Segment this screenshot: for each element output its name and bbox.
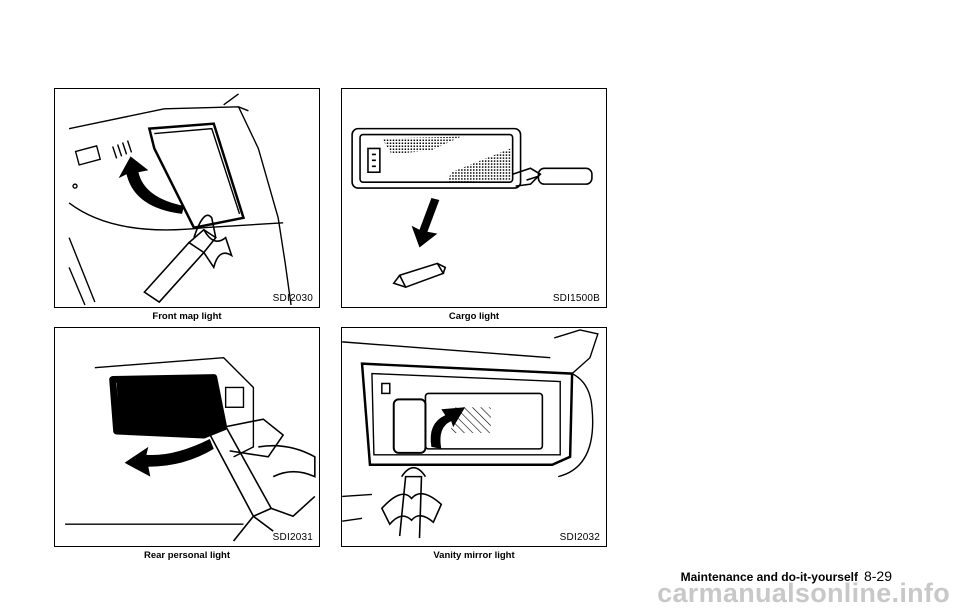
figure-caption: Front map light <box>152 311 222 322</box>
page-footer: Maintenance and do-it-yourself 8-29 <box>681 568 892 586</box>
figure-rear-personal-light: SDI2031 <box>54 327 320 547</box>
figure-code: SDI2032 <box>559 532 600 543</box>
vanity-mirror-light-illustration <box>342 329 599 539</box>
front-map-light-illustration <box>68 93 292 306</box>
figure-caption: Vanity mirror light <box>433 550 515 561</box>
page-number: 8-29 <box>863 568 892 584</box>
figure-caption: Cargo light <box>448 311 500 322</box>
cargo-light-illustration <box>351 127 593 289</box>
watermark: carmanualsonline.info <box>657 578 950 608</box>
figure-code: SDI2031 <box>272 532 313 543</box>
figure-cargo-light: SDI1500B <box>341 88 607 308</box>
figure-front-map-light: SDI2030 <box>54 88 320 308</box>
figure-code: SDI1500B <box>552 293 600 304</box>
section-title: Maintenance and do-it-yourself <box>680 570 858 584</box>
figure-vanity-mirror-light: SDI2032 <box>341 327 607 547</box>
figure-code: SDI2030 <box>272 293 313 304</box>
rear-personal-light-illustration <box>65 357 316 542</box>
figure-caption: Rear personal light <box>143 550 231 561</box>
